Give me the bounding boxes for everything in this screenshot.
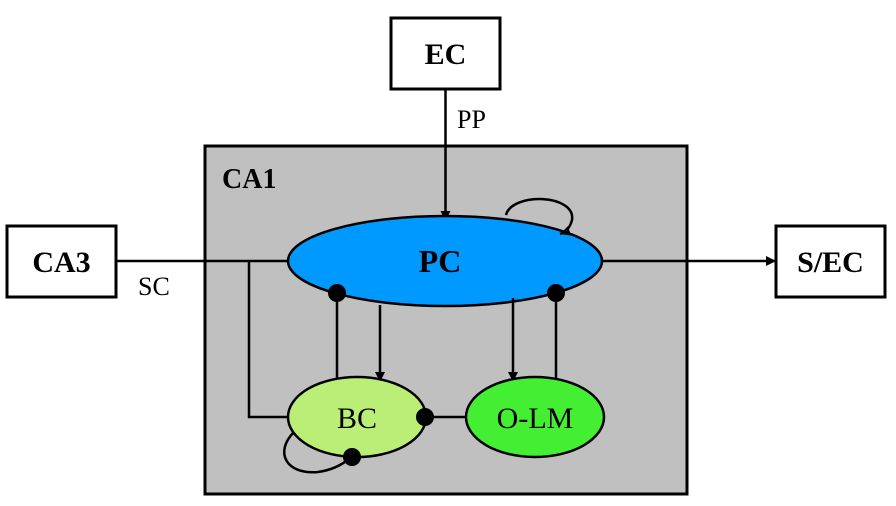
olm-label: O-LM [497, 402, 574, 435]
bc-to-pc-synapse [328, 284, 346, 302]
olm-to-bc-synapse [416, 408, 434, 426]
bc-label: BC [337, 402, 377, 435]
ec-label: EC [425, 38, 467, 71]
ca3-box [5, 224, 118, 299]
pc-node [286, 214, 604, 308]
ca3-label: CA3 [32, 246, 90, 279]
olm-node [464, 375, 606, 459]
pc-label: PC [419, 243, 462, 279]
pp-label: PP [457, 105, 486, 134]
sc-to-bc-connection [247, 261, 301, 422]
sec-label: S/EC [797, 246, 864, 279]
bc-self-loop [283, 431, 351, 474]
sec-box [774, 224, 887, 299]
olm-to-pc-synapse [547, 284, 565, 302]
sc-label: SC [138, 272, 170, 301]
bc-self-synapse [343, 448, 361, 466]
ca1-label: CA1 [222, 164, 276, 195]
pc-recurrent-loop [504, 197, 574, 236]
